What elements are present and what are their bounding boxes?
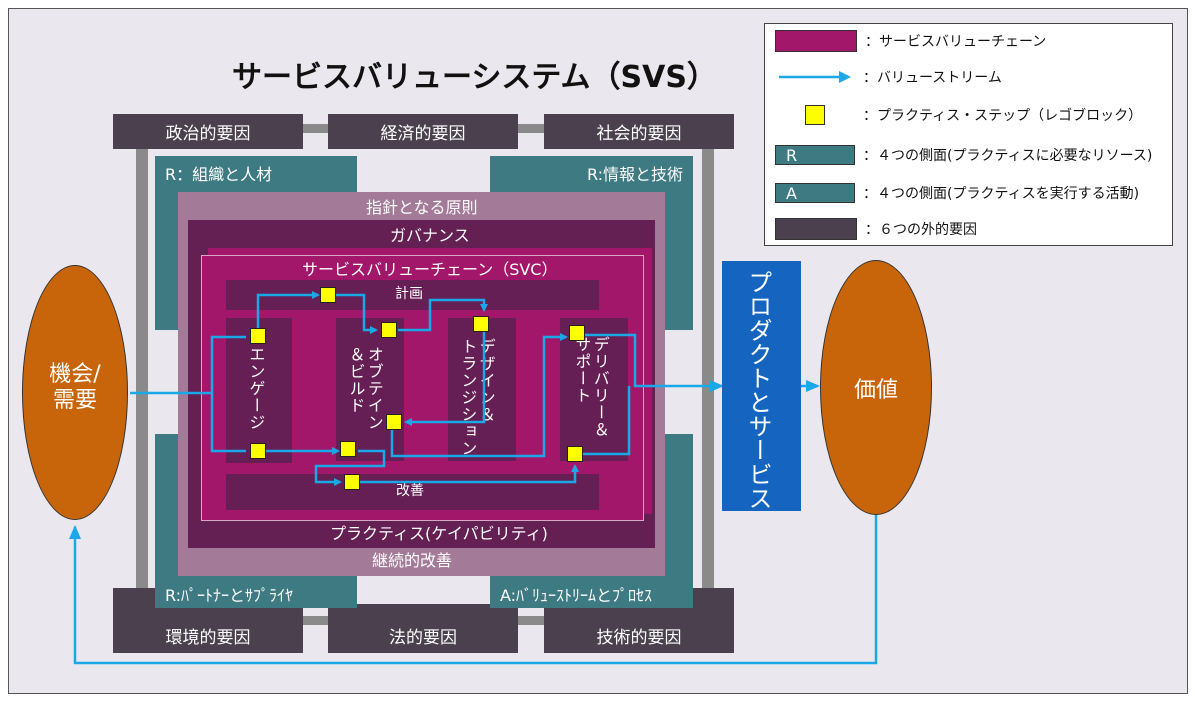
- legend-a-text: ：４つの側面(プラクティスを実行する活動): [863, 186, 1140, 202]
- svc-label: サービスバリューチェーン（SVC）: [302, 260, 558, 279]
- opportunity-demand-ellipse: [22, 265, 128, 520]
- stream-upper-2: [336, 293, 378, 334]
- legend-step-text: ：プラクティス・ステップ（レゴブロック）: [863, 108, 1143, 124]
- external-factor: 法的要因: [328, 604, 518, 653]
- improve-bar: [226, 474, 599, 510]
- activity-design-transition-label: デザイン＆ トランジション: [458, 338, 496, 457]
- stream-upper-4: [404, 331, 486, 426]
- diagram-title: サービスバリューシステム（SVS）: [232, 60, 717, 95]
- deliver-support-box: [560, 318, 628, 461]
- legend: ：サービスバリューチェーン ：バリューストリーム ：プラクティス・ステップ（レゴ…: [764, 23, 1173, 246]
- value-ellipse: [820, 260, 932, 515]
- legend-ext-swatch: [775, 218, 857, 240]
- design-transition-box: [448, 318, 516, 461]
- practice-step: [567, 446, 583, 462]
- value-label: 価値: [853, 378, 898, 403]
- frame-line-left: [136, 124, 148, 624]
- stream-engage-top: [210, 335, 246, 393]
- legend-row-r: R ：４つの側面(プラクティスに必要なリソース): [775, 144, 1152, 166]
- stream-upper-3: [398, 298, 488, 332]
- practice-step: [381, 322, 397, 338]
- stream-lower-2: [314, 449, 386, 486]
- activity-deliver-support-label: デリバリー＆ サポート: [572, 336, 610, 438]
- opportunity-demand-label: 機会/ 需要: [49, 362, 101, 414]
- legend-a-swatch: A: [775, 183, 855, 203]
- legend-row-stream: ：バリューストリーム: [775, 66, 1002, 88]
- activity-plan-label: 計画: [395, 286, 423, 302]
- practice-step: [386, 414, 402, 430]
- legend-ext-text: ：６つの外的要因: [865, 222, 977, 238]
- external-factor: 政治的要因: [113, 114, 303, 149]
- legend-step-swatch: [805, 105, 825, 125]
- legend-arrow-icon: [779, 71, 851, 83]
- governance-label: ガバナンス: [390, 226, 470, 245]
- external-factor: 経済的要因: [328, 114, 518, 149]
- stream-upper-5: [390, 333, 568, 458]
- stream-upper: [256, 291, 320, 337]
- stream-value-feedback: [69, 515, 878, 665]
- activity-engage-label: エンゲージ: [246, 346, 266, 431]
- stream-out: [585, 333, 724, 392]
- stream-engage-bottom: [210, 393, 246, 453]
- legend-r-text: ：４つの側面(プラクティスに必要なリソース): [863, 148, 1153, 164]
- products-services-box: [722, 261, 801, 511]
- legend-r-swatch: R: [775, 145, 855, 165]
- practice-step: [320, 287, 336, 303]
- stream-deliver-back: [583, 386, 631, 456]
- legend-row-step: ：プラクティス・ステップ（レゴブロック）: [775, 104, 1142, 126]
- legend-row-ext: ：６つの外的要因: [775, 218, 977, 240]
- guiding-principles-label: 指針となる原則: [366, 198, 478, 217]
- practice-step: [250, 328, 266, 344]
- practice-step: [340, 441, 356, 457]
- legend-stream-text: ：バリューストリーム: [863, 70, 1002, 86]
- legend-svc-swatch: [775, 30, 857, 52]
- practices-label: プラクティス(ケイパビリティ): [330, 524, 548, 543]
- legend-row-svc: ：サービスバリューチェーン: [775, 30, 1046, 52]
- legend-step-swatch-wrap: [775, 105, 855, 125]
- practice-step: [250, 443, 266, 459]
- activity-improve-label: 改善: [396, 483, 424, 499]
- practice-step: [473, 316, 489, 332]
- stream-lower-3: [360, 464, 579, 484]
- practice-step: [569, 325, 585, 341]
- external-factor: 社会的要因: [544, 114, 734, 149]
- continual-improvement-label: 継続的改善: [372, 551, 453, 570]
- legend-row-a: A ：４つの側面(プラクティスを実行する活動): [775, 182, 1139, 204]
- legend-svc-text: ：サービスバリューチェーン: [865, 34, 1047, 50]
- practice-step: [344, 474, 360, 490]
- frame-line-right: [702, 124, 714, 624]
- activity-obtain-build-label: オブテイン ＆ビルド: [346, 346, 384, 431]
- products-services-label: プロダクトとサービス: [744, 270, 772, 510]
